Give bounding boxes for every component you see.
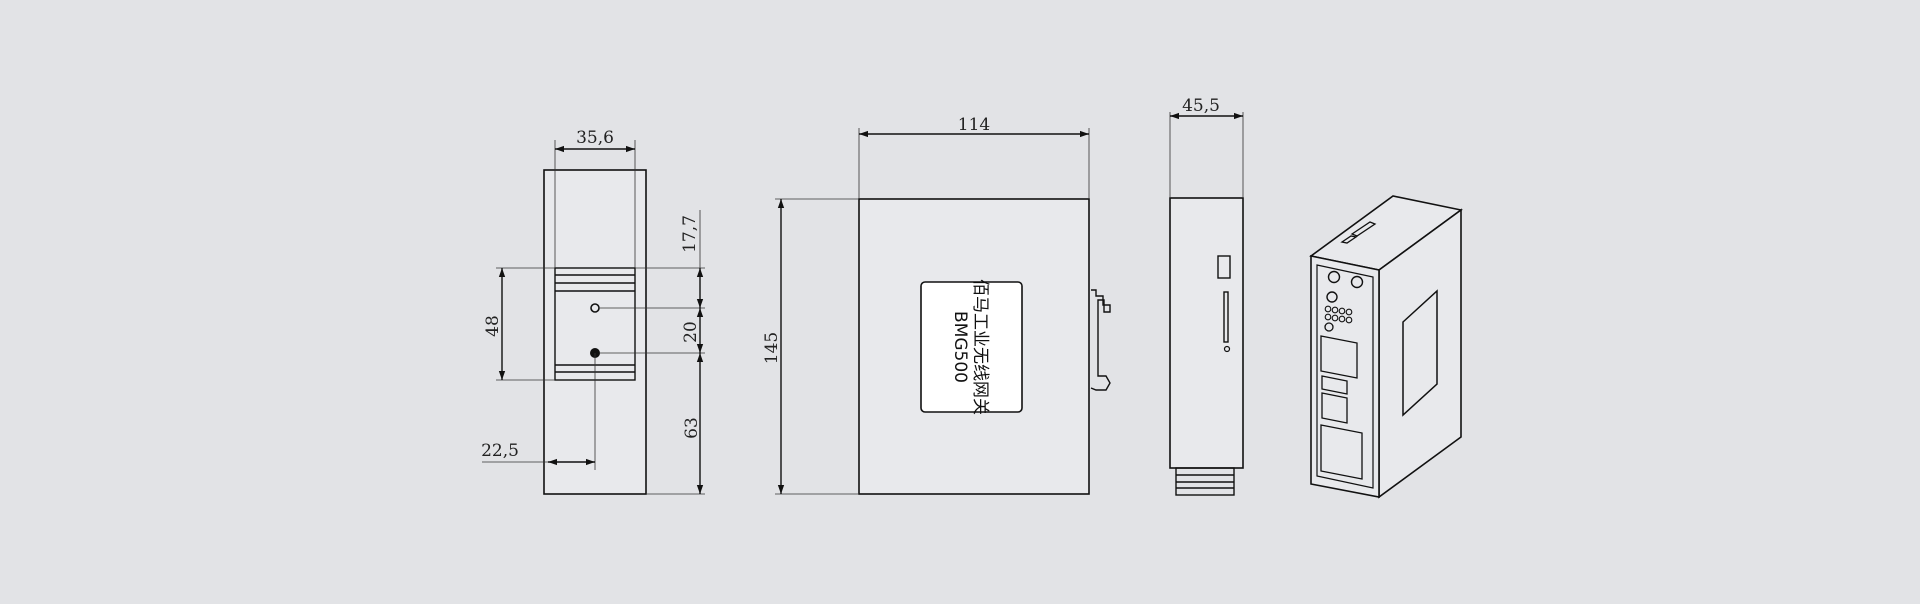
iso-top-slot (1350, 221, 1377, 237)
reset-hole (1223, 345, 1231, 353)
usb-port (1321, 375, 1348, 395)
antenna-port-1 (1327, 270, 1341, 284)
iso-side-window (1402, 289, 1438, 417)
dim-rail-height: 48 (483, 315, 503, 337)
rear-view: 35,6 48 17,7 20 63 22,5 (481, 128, 705, 495)
antenna-port-2 (1350, 275, 1364, 289)
dim-hole-spacing: 20 (681, 321, 701, 343)
dim-height: 145 (762, 332, 782, 364)
side-view: 佰马工业无线网关 BMG500 114 145 (762, 115, 1111, 495)
power-terminal (1320, 424, 1363, 480)
iso-front-panel (1316, 264, 1374, 489)
isometric-view (1309, 195, 1463, 499)
product-name-text: 佰马工业无线网关 (970, 279, 990, 415)
dim-side-width: 114 (958, 115, 990, 135)
dim-front-width: 35,6 (576, 128, 614, 148)
sim-slot (1217, 255, 1231, 279)
end-view-outline (1169, 197, 1244, 469)
product-label-plate (920, 281, 1023, 413)
dim-top-offset: 17,7 (680, 215, 700, 253)
din-clip-profile (1090, 289, 1111, 391)
led-indicator-grid (1324, 305, 1353, 324)
ethernet-port (1320, 335, 1358, 379)
indicator-slot (1223, 291, 1229, 343)
end-view: 45,5 (1169, 96, 1244, 496)
dim-end-width: 45,5 (1182, 96, 1220, 116)
dim-hole-offset: 22,5 (481, 441, 519, 461)
product-model-text: BMG500 (950, 311, 970, 383)
serial-port (1321, 392, 1348, 424)
dim-bottom-offset: 63 (682, 417, 702, 439)
